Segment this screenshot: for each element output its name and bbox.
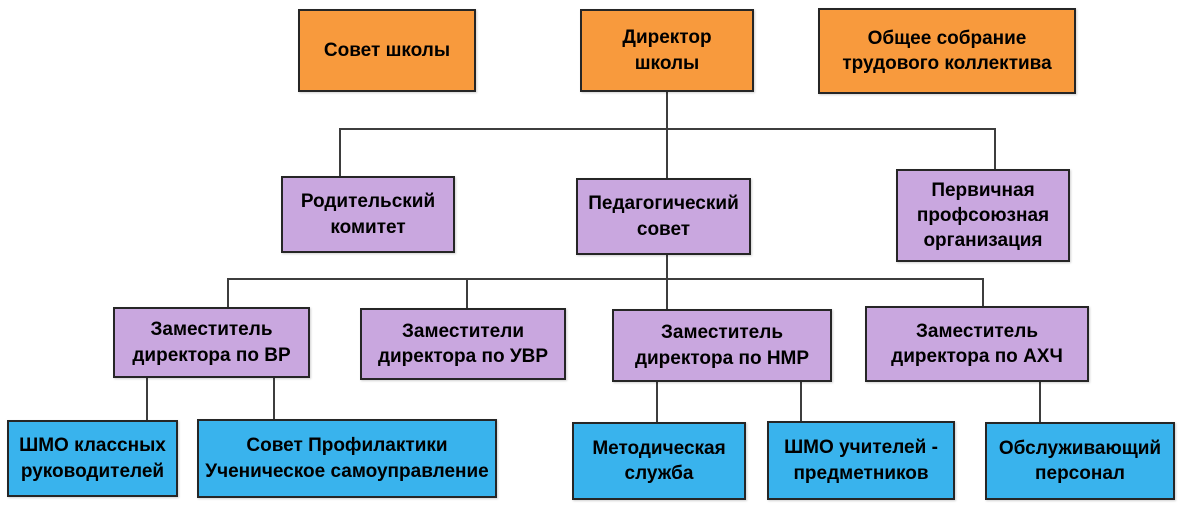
node-deputy-uvr: Заместители директора по УВР bbox=[360, 308, 566, 380]
node-deputy-nmr: Заместитель директора по НМР bbox=[612, 309, 832, 382]
node-pedagogical-council: Педагогический совет bbox=[576, 178, 751, 255]
node-trade-union: Первичная профсоюзная организация bbox=[896, 169, 1070, 262]
connector-pedagogical-stem bbox=[666, 255, 668, 278]
connector-bus-row3 bbox=[227, 278, 984, 280]
connector-drop-shmo-subject bbox=[800, 382, 802, 422]
node-deputy-vr: Заместитель директора по ВР bbox=[113, 307, 310, 378]
node-parent-committee: Родительский комитет bbox=[281, 176, 455, 253]
node-deputy-ahch: Заместитель директора по АХЧ bbox=[865, 306, 1089, 382]
node-method-service: Методическая служба bbox=[572, 422, 746, 500]
connector-drop-prevention bbox=[273, 378, 275, 420]
connector-drop-service-staff bbox=[1039, 382, 1041, 423]
node-service-staff: Обслуживающий персонал bbox=[985, 422, 1175, 500]
connector-drop-method-service bbox=[656, 382, 658, 423]
connector-drop-shmo-class bbox=[146, 378, 148, 421]
node-director: Директор школы bbox=[580, 9, 754, 92]
node-prevention: Совет Профилактики Ученическое самоуправ… bbox=[197, 419, 497, 498]
node-shmo-subject: ШМО учителей - предметников bbox=[767, 421, 955, 500]
connector-drop-parent-committee bbox=[339, 128, 341, 176]
connector-drop-deputy-uvr bbox=[466, 278, 468, 309]
connector-drop-pedagogical bbox=[666, 128, 668, 178]
node-staff-assembly: Общее собрание трудового коллектива bbox=[818, 8, 1076, 94]
connector-drop-deputy-nmr bbox=[666, 278, 668, 310]
connector-drop-trade-union bbox=[994, 128, 996, 170]
connector-drop-deputy-vr bbox=[227, 278, 229, 308]
node-shmo-class: ШМО классных руководителей bbox=[7, 420, 178, 497]
connector-drop-deputy-ahch bbox=[982, 278, 984, 307]
node-school-council: Совет школы bbox=[298, 9, 476, 92]
connector-director-stem bbox=[666, 92, 668, 128]
